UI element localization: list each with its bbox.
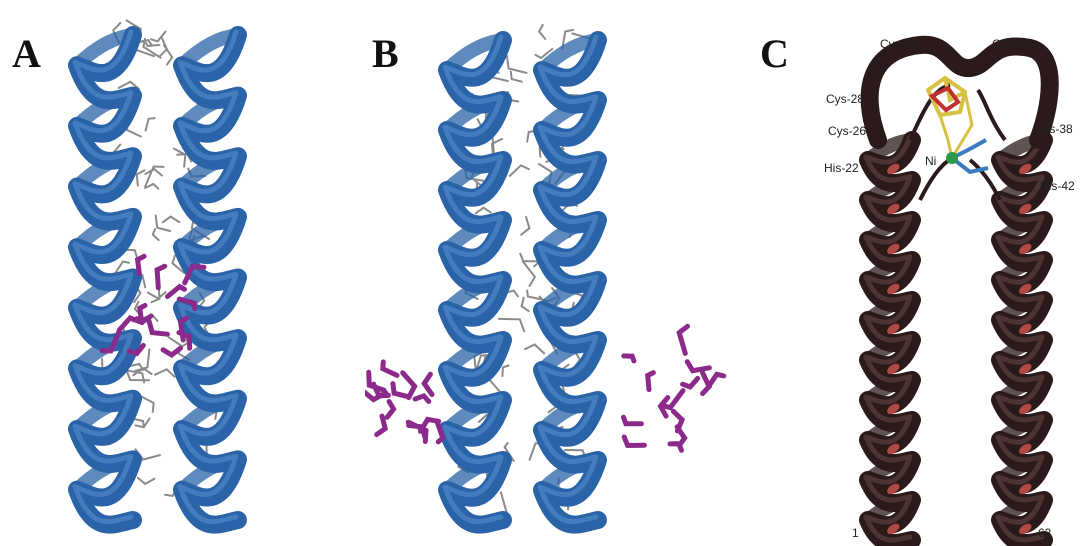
panel-c-metal-binding-hairpin: Cys-31 Cys-34 Cys-28 Cys-26 His-38 Ni Hi… [800,0,1081,546]
panel-letter-a: A [12,30,41,77]
label-c-terminus: 63 [1038,526,1052,540]
label-cys-31: Cys-31 [880,37,918,51]
label-his-38: His-38 [1038,122,1073,136]
panel-b-ligand-right-bonds [624,326,724,450]
label-his-22: His-22 [824,161,859,175]
panel-b-helix-bundle [365,0,755,546]
panel-c-ni-atom [946,152,958,164]
label-cys-34: Cys-34 [992,37,1030,51]
panel-letter-c: C [760,30,789,77]
label-his-42: His-42 [1040,179,1075,193]
label-cys-26: Cys-26 [828,124,866,138]
label-cys-28: Cys-28 [826,92,864,106]
panel-b-helices [445,37,598,525]
panel-a-helix-bundle [60,0,310,546]
panel-b-ligand-left-bonds [365,362,443,442]
panel-c-helices [866,137,1044,543]
panel-c-top-loop-ribbon [870,45,1050,140]
label-ni: Ni [925,154,936,168]
label-n-terminus: 1 [852,526,859,540]
